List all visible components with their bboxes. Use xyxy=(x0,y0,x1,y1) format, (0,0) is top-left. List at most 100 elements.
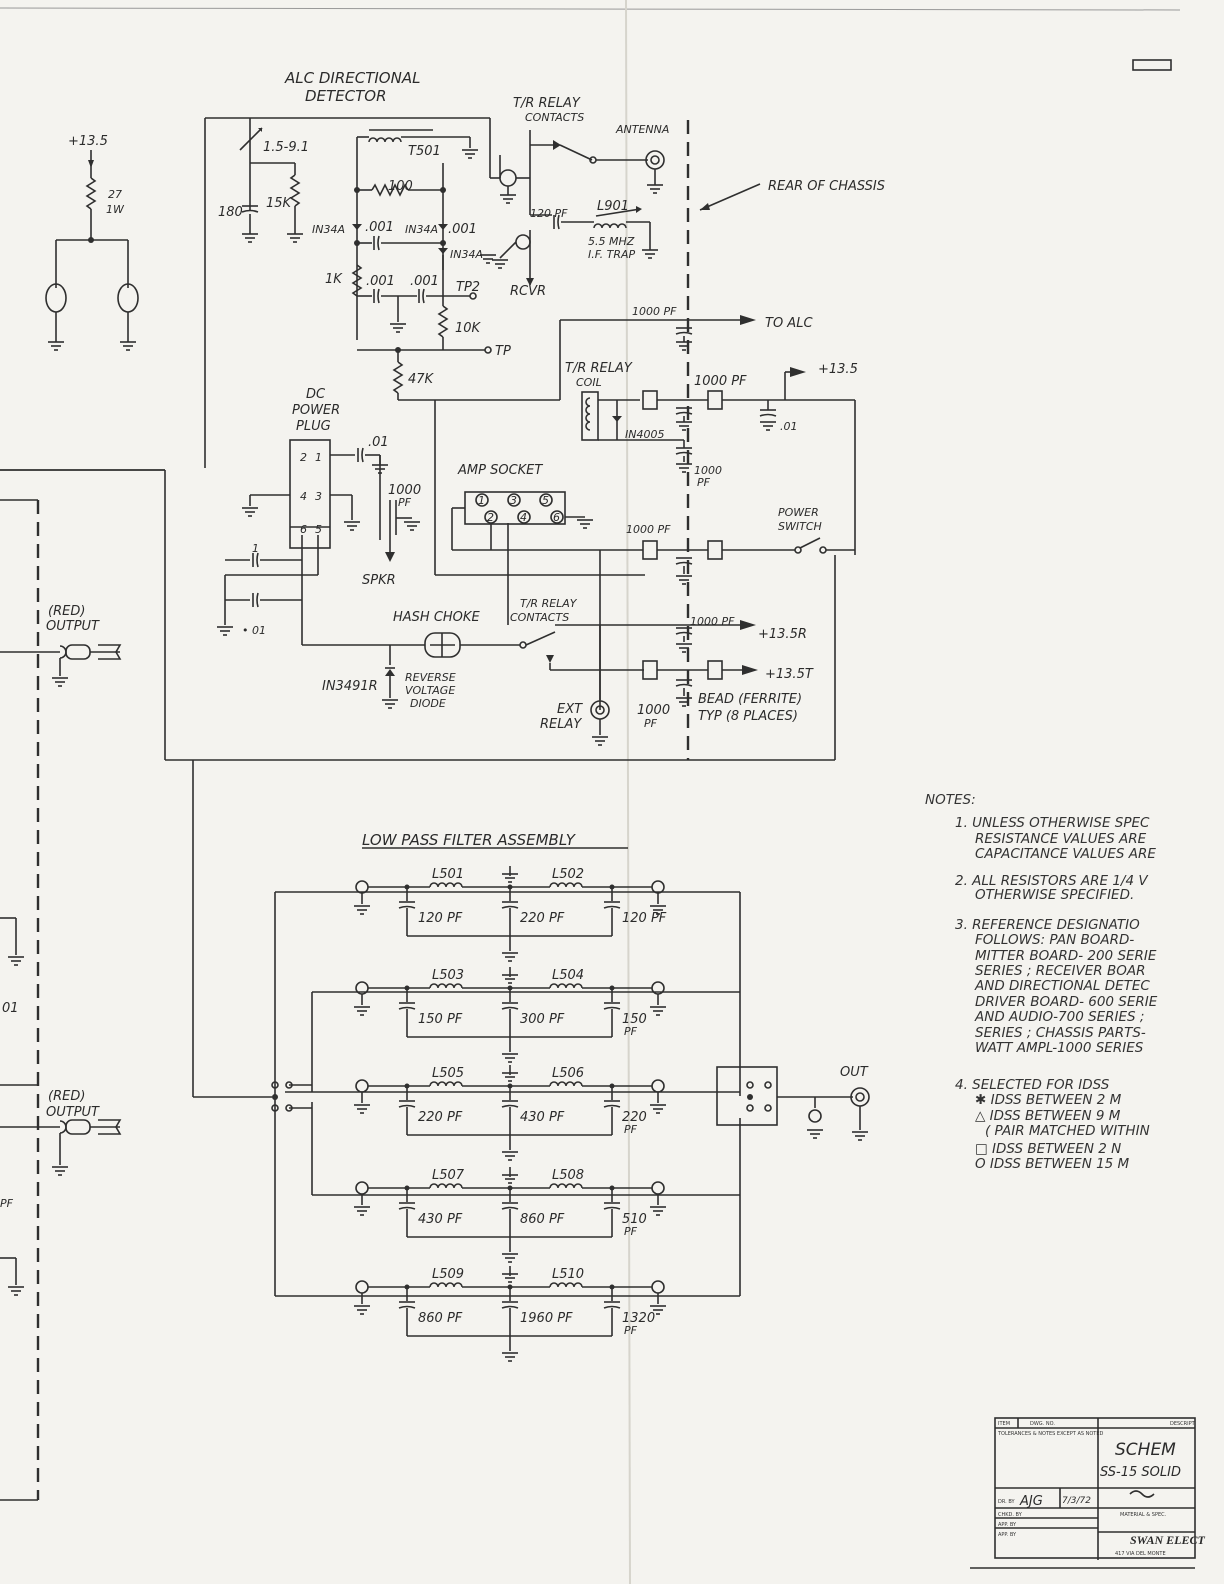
dc-pin-2: 2 xyxy=(300,451,307,464)
tb-chkd: CHKD. BY xyxy=(998,1512,1023,1518)
t501-label: T501 xyxy=(408,144,441,159)
note-line: RESISTANCE VALUES ARE xyxy=(975,831,1147,847)
dc-plug-2: POWER xyxy=(292,403,340,418)
note-line: DRIVER BOARD- 600 SERIE xyxy=(975,994,1158,1010)
dc-c01b-label: • 01 xyxy=(242,624,266,637)
note-line: O IDSS BETWEEN 15 M xyxy=(975,1156,1130,1172)
tb-tol: TOLERANCES & NOTES EXCEPT AS NOTED xyxy=(997,1431,1104,1437)
cap-2-label: 430 PF xyxy=(520,1110,565,1125)
tb-company: SWAN ELECT xyxy=(1130,1533,1205,1547)
spkr-label: SPKR xyxy=(362,573,396,588)
alc-title-2: DETECTOR xyxy=(305,87,387,105)
inductor-b-label: L504 xyxy=(552,968,584,983)
r100-label: 100 xyxy=(388,179,413,194)
cap-2-label: 300 PF xyxy=(520,1012,565,1027)
cap-2-label: 860 PF xyxy=(520,1212,565,1227)
l901-label: L901 xyxy=(597,199,629,214)
inductor-a-label: L507 xyxy=(432,1168,465,1183)
tr-contacts-1: T/R RELAY xyxy=(513,96,581,111)
note-line: 4. SELECTED FOR IDSS xyxy=(955,1077,1110,1093)
c1000-bot-1: 1000 xyxy=(637,703,670,718)
amp-pin-5: 5 xyxy=(542,494,549,507)
alc-title-1: ALC DIRECTIONAL xyxy=(284,69,420,87)
relay-power-circuit xyxy=(434,315,856,710)
note-line: SERIES ; RECEIVER BOAR xyxy=(975,963,1145,979)
notes-block: NOTES:1. UNLESS OTHERWISE SPECRESISTANCE… xyxy=(925,792,1158,1172)
trap-label-1: 5.5 MHZ xyxy=(588,235,635,248)
output-label-2: OUTPUT xyxy=(46,1105,100,1120)
bead-label-2: TYP (8 PLACES) xyxy=(698,709,798,724)
c1000-mid-2: PF xyxy=(697,476,711,489)
cap-3-unit: PF xyxy=(624,1324,638,1337)
inductor-icon xyxy=(429,1081,463,1087)
tb-title-2: SS-15 SOLID xyxy=(1100,1465,1181,1480)
tr-contacts-lower-2: CONTACTS xyxy=(510,611,569,624)
plus135r-label: +13.5R xyxy=(758,627,807,642)
output-label-1: OUTPUT xyxy=(46,619,100,634)
relay-coil-2: COIL xyxy=(576,376,602,389)
tb-app2: APP. BY xyxy=(998,1532,1017,1538)
dc-pin-3: 3 xyxy=(315,490,322,503)
r1k-label: 1K xyxy=(325,272,343,287)
c001a-label: .001 xyxy=(365,220,394,235)
tp2-label: TP2 xyxy=(456,280,480,295)
inductor-a-label: L503 xyxy=(432,968,464,983)
note-line: AND DIRECTIONAL DETEC xyxy=(974,978,1150,994)
dc-pin-6: 6 xyxy=(300,523,307,536)
d2-label: IN34A xyxy=(405,223,438,236)
note-line: ✱ IDSS BETWEEN 2 M xyxy=(975,1092,1122,1108)
inductor-b-label: L506 xyxy=(552,1066,584,1081)
amp-pin-2: 2 xyxy=(487,511,494,524)
cap-2-label: 1960 PF xyxy=(520,1311,573,1326)
trap-label-2: I.F. TRAP xyxy=(588,248,636,261)
cap-1-label: 150 PF xyxy=(418,1012,463,1027)
cap-3-label: 150 xyxy=(622,1012,647,1027)
c120-label: 120 PF xyxy=(530,207,568,220)
cap-1-label: 120 PF xyxy=(418,911,463,926)
inductor-icon xyxy=(549,1081,583,1087)
inductor-icon xyxy=(549,983,583,989)
c1000-mid-1: 1000 xyxy=(694,464,722,477)
tb-dr: DR. BY xyxy=(998,1499,1015,1505)
amp-pin-3: 3 xyxy=(510,494,517,507)
inductor-b-label: L510 xyxy=(552,1267,584,1282)
note-line: AND AUDIO-700 SERIES ; xyxy=(974,1009,1144,1025)
dc-pin-4: 4 xyxy=(300,490,307,503)
tr-relay-top xyxy=(491,120,761,760)
inductor-icon xyxy=(549,882,583,888)
antenna-label: ANTENNA xyxy=(615,123,669,136)
dc-pin-5: 5 xyxy=(315,523,322,536)
note-line: WATT AMPL-1000 SERIES xyxy=(975,1040,1144,1056)
inductor-icon xyxy=(429,882,463,888)
dc-plug-1: DC xyxy=(306,387,326,402)
lpf-title: LOW PASS FILTER ASSEMBLY xyxy=(362,831,577,849)
supply-circuit xyxy=(45,150,139,351)
c1000-r-label: 1000 PF xyxy=(690,615,735,628)
c180-label: 180 xyxy=(218,205,243,220)
note-line: 3. REFERENCE DESIGNATIO xyxy=(955,917,1140,933)
note-line: FOLLOWS: PAN BOARD- xyxy=(975,932,1134,948)
reverse-3: DIODE xyxy=(410,697,446,710)
ext-relay-1: EXT xyxy=(557,702,583,717)
inductor-icon xyxy=(429,1282,463,1288)
note-line: CAPACITANCE VALUES ARE xyxy=(975,846,1156,862)
tb-dwg: DWG. NO. xyxy=(1030,1421,1055,1427)
c1000-alc-label: 1000 PF xyxy=(632,305,677,318)
amp-socket-label: AMP SOCKET xyxy=(457,463,543,478)
cap-2-label: 220 PF xyxy=(520,911,565,926)
ext-relay-2: RELAY xyxy=(540,717,582,732)
rcvr-label: RCVR xyxy=(510,284,546,299)
dc-c01-label: .01 xyxy=(368,435,389,450)
hash-choke-label: HASH CHOKE xyxy=(393,610,480,625)
tb-material: MATERIAL & SPEC. xyxy=(1120,1512,1167,1518)
cap-1-label: 860 PF xyxy=(418,1311,463,1326)
tb-item: ITEM xyxy=(998,1421,1010,1427)
cap-3-label: 1320 xyxy=(622,1311,655,1326)
note-line: OTHERWISE SPECIFIED. xyxy=(975,887,1134,903)
tb-title-1: SCHEM xyxy=(1115,1440,1176,1460)
